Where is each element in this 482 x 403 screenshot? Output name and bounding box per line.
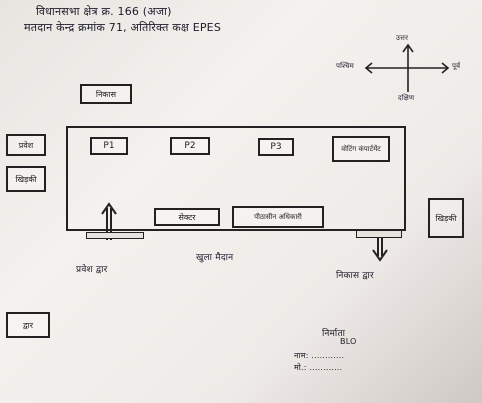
polling-booth: वोटिंग कंपार्टमेंट: [332, 136, 390, 162]
exit-door-rail: [356, 230, 402, 238]
header-line-1: विधानसभा क्षेत्र क्र. 166 (अजा): [36, 5, 172, 18]
exit-label: निकास द्वार: [336, 271, 374, 281]
left-box-2: खिड़की: [6, 166, 46, 192]
entry-door-rail: [86, 232, 144, 239]
top-left-box: निकास: [80, 84, 132, 104]
signature-line-1: निर्माता: [322, 329, 346, 339]
inner-box-2: पीठासीन अधिकारी: [232, 206, 324, 228]
polling-officer-2: P2: [170, 137, 210, 155]
right-box: खिड़की: [428, 198, 464, 238]
left-box-1: प्रवेश: [6, 134, 46, 156]
signature-line-3: नाम: ............: [294, 351, 345, 360]
polling-hall: [66, 126, 406, 231]
polling-officer-1: P1: [90, 137, 128, 155]
entry-label: प्रवेश द्वार: [76, 265, 108, 275]
compass-south: दक्षिण: [398, 94, 415, 102]
inner-box-1: सेक्टर: [154, 208, 220, 226]
compass-north: उत्तर: [396, 34, 409, 42]
header-line-2: मतदान केन्द्र क्रमांक 71, अतिरिक्त कक्ष …: [24, 21, 222, 34]
left-box-3: द्वार: [6, 312, 50, 338]
signature-line-4: मो.: ............: [294, 363, 343, 372]
signature-line-2: BLO: [340, 337, 357, 346]
compass-west: पश्चिम: [336, 62, 354, 70]
compass-east: पूर्व: [452, 62, 461, 70]
polling-officer-3: P3: [258, 138, 294, 156]
corridor-label: खुला मैदान: [196, 253, 234, 263]
